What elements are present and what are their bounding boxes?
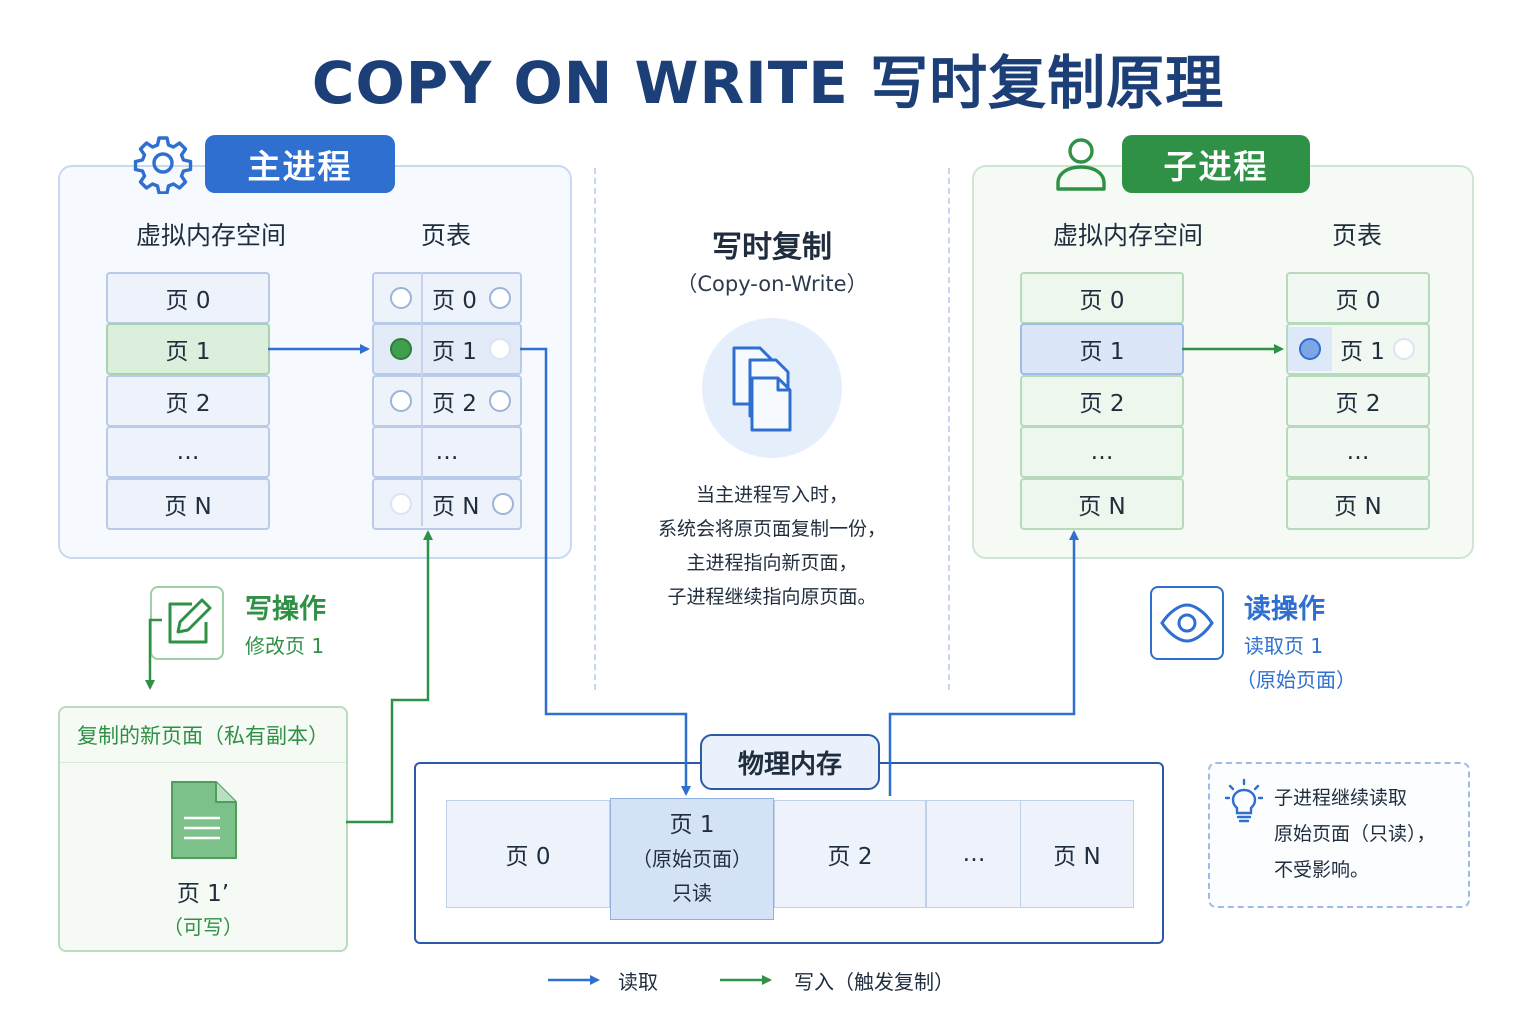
parent-pt-label-1: 页 1 [432, 339, 477, 365]
tip-box: 子进程继续读取 原始页面（只读）， 不受影响。 [1208, 762, 1470, 908]
eye-icon [1150, 586, 1224, 660]
physical-page-1-line-3: 只读 [672, 881, 712, 905]
gear-icon [133, 136, 193, 194]
child-pt-label-ellipsis: … [1346, 439, 1370, 465]
child-pt-row-0: 页 0 [1286, 272, 1430, 324]
tip-text: 子进程继续读取 原始页面（只读）， 不受影响。 [1274, 780, 1436, 888]
child-pt-label-0: 页 0 [1335, 288, 1381, 314]
parent-pt-label-2: 页 2 [432, 391, 477, 417]
child-pt-marker-cell [1288, 327, 1332, 371]
center-description: 当主进程写入时， 系统会将原页面复制一份， 主进程指向新页面， 子进程继续指向原… [620, 478, 924, 614]
entry-marker-icon [488, 390, 511, 412]
legend-read: 读取 [618, 970, 658, 994]
child-vm-page-n: 页 N [1020, 478, 1184, 530]
parent-vm-label: 虚拟内存空间 [135, 221, 286, 250]
read-op-sub: 读取页 1 [1244, 634, 1324, 658]
parent-pt-row-n: 页 N [372, 478, 522, 530]
parent-vm-page-1: 页 1 [106, 323, 270, 375]
entry-marker-icon [1392, 338, 1415, 360]
child-vm-page-0: 页 0 [1020, 272, 1184, 324]
copy-box-title: 复制的新页面（私有副本） [77, 724, 329, 748]
parent-vm-page-n: 页 N [106, 478, 270, 530]
copy-new-page-box: 复制的新页面（私有副本） 页 1’ （可写） [58, 706, 348, 952]
separator-left [594, 168, 596, 690]
center-title: 写时复制 [712, 230, 832, 265]
child-pt-row-ellipsis: … [1286, 426, 1430, 478]
center-subtitle: （Copy-on-Write） [676, 272, 868, 296]
copy-box-page: 页 1’ [176, 881, 230, 907]
child-vm-page-ellipsis: … [1020, 426, 1184, 478]
separator-right [948, 168, 950, 690]
parent-pt-label: 页表 [420, 221, 471, 250]
parent-pt-row-ellipsis: … [372, 426, 522, 478]
user-icon [1056, 138, 1106, 191]
physical-page-ellipsis-label: … [962, 841, 986, 867]
child-pt-label: 页表 [1331, 221, 1382, 250]
child-process-badge: 子进程 [1122, 135, 1310, 193]
edit-icon [150, 586, 224, 660]
physical-page-0-label: 页 0 [505, 844, 551, 870]
write-op-sub: 修改页 1 [245, 634, 325, 658]
tip-line-3: 不受影响。 [1274, 859, 1370, 881]
physical-page-1-line-1: 页 1 [669, 812, 715, 838]
entry-marker-icon [488, 338, 511, 360]
physical-memory-label: 物理内存 [700, 734, 880, 790]
physical-page-1-line-2: （原始页面） [632, 847, 752, 871]
physical-page-n: 页 N [1020, 800, 1134, 908]
parent-process-badge: 主进程 [205, 135, 395, 193]
parent-pt-label-n: 页 N [432, 494, 480, 520]
physical-page-1: 页 1 （原始页面） 只读 [610, 798, 774, 920]
physical-page-0: 页 0 [446, 800, 610, 908]
active-entry-icon [1299, 338, 1321, 360]
active-entry-icon [390, 338, 412, 360]
entry-marker-icon [390, 287, 412, 309]
physical-page-ellipsis: … [926, 800, 1022, 908]
child-vm-label: 虚拟内存空间 [1052, 221, 1203, 250]
tip-line-1: 子进程继续读取 [1274, 787, 1408, 809]
child-pt-label-1: 页 1 [1340, 339, 1385, 365]
parent-pt-label-ellipsis: … [435, 439, 459, 465]
child-pt-row-n: 页 N [1286, 478, 1430, 530]
physical-page-n-label: 页 N [1053, 844, 1101, 870]
center-line-3: 主进程指向新页面， [686, 552, 858, 574]
center-line-1: 当主进程写入时， [695, 484, 848, 506]
entry-marker-icon [488, 287, 511, 309]
tip-line-2: 原始页面（只读）， [1274, 823, 1436, 845]
center-line-2: 系统会将原页面复制一份， [657, 518, 886, 540]
parent-pt-row-2: 页 2 [372, 375, 522, 427]
physical-memory-label-text: 物理内存 [737, 749, 842, 780]
write-op-title: 写操作 [245, 594, 326, 625]
page-title: COPY ON WRITE 写时复制原理 [311, 49, 1225, 117]
copy-box-note: （可写） [163, 915, 243, 939]
parent-vm-page-ellipsis: … [106, 426, 270, 478]
read-op-sub2: （原始页面） [1236, 668, 1356, 692]
parent-pt-divider [421, 272, 423, 526]
legend-write: 写入（触发复制） [794, 970, 954, 994]
entry-marker-icon [390, 390, 412, 412]
entry-marker-icon [491, 493, 514, 515]
child-vm-page-1: 页 1 [1020, 323, 1184, 375]
parent-pt-row-0: 页 0 [372, 272, 522, 324]
physical-page-2: 页 2 [774, 800, 926, 908]
child-pt-row-1: 页 1 [1286, 323, 1430, 375]
parent-pt-row-1: 页 1 [372, 323, 522, 375]
lightbulb-icon [1224, 778, 1264, 823]
entry-marker-icon [390, 493, 412, 515]
read-op-title: 读操作 [1244, 594, 1325, 625]
child-pt-label-n: 页 N [1334, 494, 1382, 520]
physical-page-2-label: 页 2 [827, 844, 873, 870]
center-line-4: 子进程继续指向原页面。 [667, 586, 877, 608]
file-icon [171, 781, 237, 859]
child-pt-label-2: 页 2 [1335, 391, 1381, 417]
parent-pt-label-0: 页 0 [432, 288, 477, 314]
copy-pages-icon [702, 318, 842, 458]
copy-box-header: 复制的新页面（私有副本） [60, 708, 346, 763]
